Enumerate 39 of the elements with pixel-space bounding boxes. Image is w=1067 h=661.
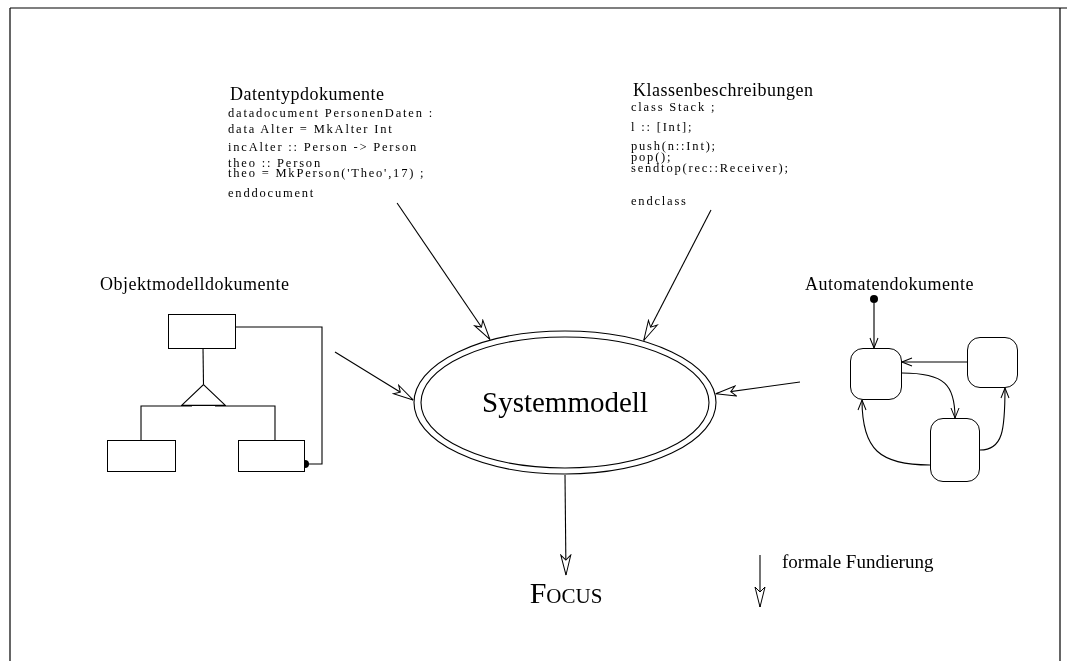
class-box	[168, 314, 236, 349]
code-line: datadocument PersonenDaten :	[228, 107, 434, 120]
inheritance-triangle	[181, 384, 226, 406]
association-line	[235, 326, 323, 468]
arrow	[643, 209, 712, 342]
arrow	[857, 399, 931, 466]
class-box	[238, 440, 305, 472]
arrow	[869, 302, 879, 349]
arrow	[334, 351, 414, 401]
initial-state-dot	[870, 295, 878, 303]
code-line: endclass	[631, 195, 688, 208]
code-line: theo = MkPerson('Theo',17) ;	[228, 167, 426, 180]
legend-label: formale Fundierung	[782, 552, 934, 571]
section-heading: Objektmodelldokumente	[100, 275, 290, 293]
code-line: sendtop(rec::Receiver);	[631, 162, 790, 175]
arrow	[560, 474, 572, 576]
arrow	[715, 381, 801, 397]
code-line: data Alter = MkAlter Int	[228, 123, 394, 136]
code-line: enddocument	[228, 187, 316, 200]
code-line: pop();	[631, 151, 673, 164]
state-box	[930, 418, 980, 482]
section-heading: Klassenbeschreibungen	[633, 81, 814, 99]
code-line: theo :: Person	[228, 157, 322, 170]
connector-line	[202, 348, 205, 385]
arrow	[901, 357, 968, 367]
section-heading: Automatendokumente	[805, 275, 974, 293]
node-label: Focus	[529, 575, 603, 611]
state-box	[850, 348, 902, 400]
state-box	[967, 337, 1018, 388]
arrow	[979, 387, 1010, 451]
arrow	[901, 372, 960, 419]
arrow	[396, 202, 491, 340]
code-line: class Stack ;	[631, 101, 717, 114]
section-heading: Datentypdokumente	[230, 85, 385, 103]
class-box	[107, 440, 176, 472]
code-line: push(n::Int);	[631, 140, 717, 153]
code-line: incAlter :: Person -> Person	[228, 141, 419, 154]
node-label: Systemmodell	[482, 385, 648, 420]
code-line: l :: [Int];	[631, 121, 694, 134]
